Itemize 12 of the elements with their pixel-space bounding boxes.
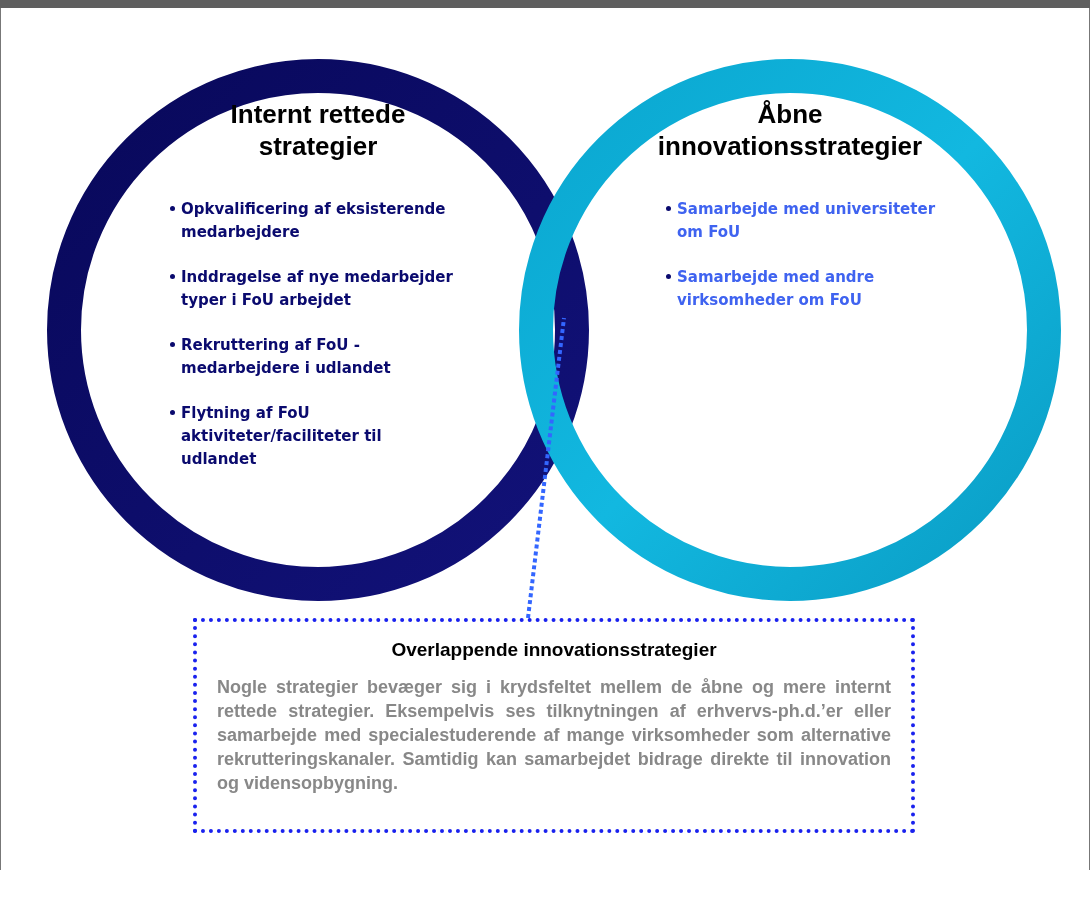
note-heading: Overlappende innovationsstrategier	[390, 638, 718, 662]
note-text: Nogle strategier bevæger sig i krydsfeltet mellem de åbne og mere internt rettede strategier. Eksempelvis ses tilknytningen af erhvervs-ph.d.’er eller samarbejde med specialestuderende af mange virksomheder som alternative rekrutteringskanaler. Samtidig kan samarbejdet bidrage direkte til innovation og vidensopbygning.	[217, 675, 891, 795]
bullet-text: Inddragelse af nye medarbejder typer i FoU arbejdet	[181, 267, 454, 311]
bullet-text: Samarbejde med andre virksomheder om FoU	[677, 267, 876, 311]
note-box	[193, 618, 915, 833]
bullet-text: Samarbejde med universiteter om FoU	[677, 199, 936, 243]
leader-line	[526, 317, 566, 619]
bullet-text: Opkvalificering af eksisterende medarbejdere	[181, 199, 447, 243]
ring-heading: Internt rettede strategier	[229, 98, 407, 162]
bullet-text: Flytning af FoU aktiviteter/faciliteter til udlandet	[181, 403, 383, 470]
ring-heading: Åbne innovationsstrategier	[656, 98, 924, 162]
bullet-text: Rekruttering af FoU - medarbejdere i udlandet	[181, 335, 392, 379]
